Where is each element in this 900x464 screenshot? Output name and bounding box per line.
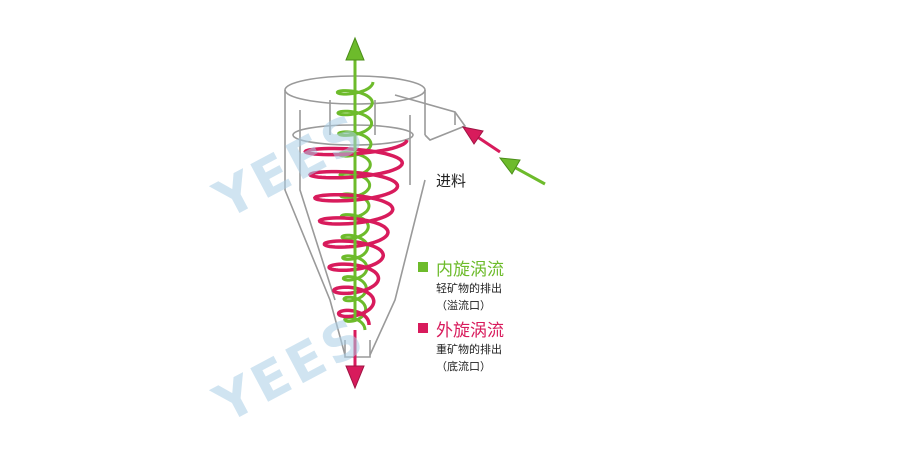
- underflow-arrow-icon: [345, 365, 365, 390]
- legend-outer-vortex: 外旋涡流 重矿物的排出 （底流口）: [418, 316, 504, 375]
- cyclone-body: [284, 75, 467, 358]
- legend-swatch-inner: [418, 262, 428, 272]
- legend-inner-title: 内旋涡流: [436, 260, 504, 280]
- legend-outer-line1: 重矿物的排出: [436, 343, 502, 356]
- legend-outer-line2: （底流口）: [436, 360, 491, 373]
- outer-vortex-spiral: [303, 139, 409, 325]
- feed-green-arrow-icon: [498, 157, 521, 175]
- legend-inner-vortex: 内旋涡流 轻矿物的排出 （溢流口）: [418, 255, 504, 314]
- feed-arrows: [461, 126, 546, 186]
- legend-inner-line2: （溢流口）: [436, 299, 491, 312]
- legend-outer-title: 外旋涡流: [436, 321, 504, 341]
- feed-red-arrow-icon: [461, 126, 484, 145]
- feed-label: 进料: [436, 172, 467, 190]
- legend-inner-line1: 轻矿物的排出: [436, 282, 502, 295]
- legend-swatch-outer: [418, 323, 428, 333]
- overflow-arrow-icon: [345, 36, 365, 61]
